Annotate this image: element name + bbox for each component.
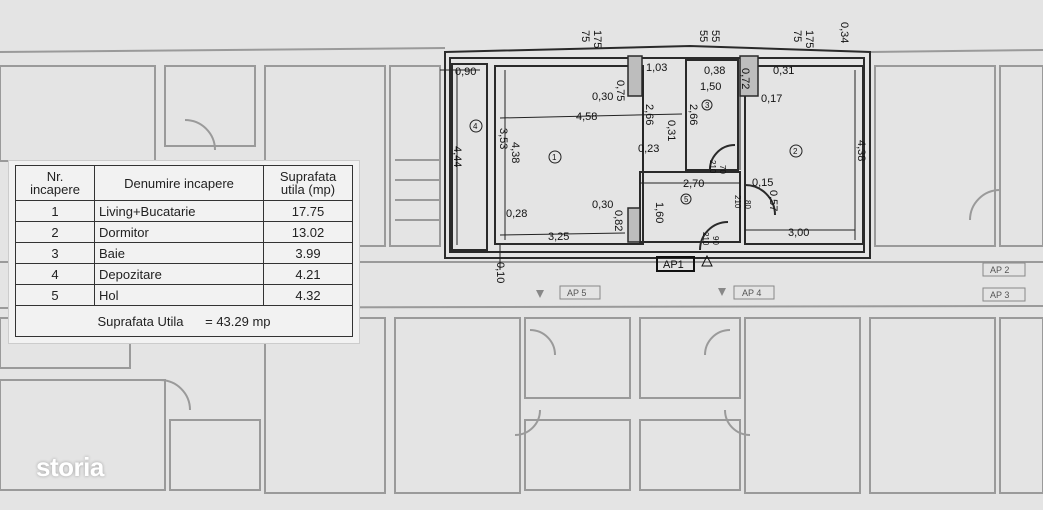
- total-value: = 43.29 mp: [205, 313, 271, 329]
- dim: 3,53: [497, 128, 509, 149]
- door-bath-width: 70: [718, 165, 727, 174]
- total-row: Suprafata Utila = 43.29 mp: [15, 305, 353, 337]
- row-name: Dormitor: [94, 221, 264, 243]
- dim: 0,82: [612, 210, 624, 231]
- dim: 0,75: [614, 80, 626, 101]
- room-number: 3: [705, 101, 710, 110]
- dim: 2,70: [683, 178, 704, 190]
- row-name: Depozitare: [94, 263, 264, 285]
- dim: 4,44: [451, 146, 463, 167]
- label-ap2: AP 2: [990, 265, 1009, 275]
- dim: 1,03: [646, 62, 667, 74]
- dim: 3,00: [788, 227, 809, 239]
- dim: 4,38: [509, 142, 521, 163]
- row-nr: 1: [15, 200, 95, 222]
- header-nr: Nr. incapere: [15, 165, 95, 201]
- header-area: Suprafata utila (mp): [263, 165, 353, 201]
- room-markers: 1 2 3 4 5: [469, 99, 803, 205]
- dim-top-1b: 75: [579, 30, 591, 42]
- dim: 0,17: [761, 93, 782, 105]
- room-number: 4: [473, 122, 478, 131]
- dimension-lines: [440, 69, 856, 270]
- room-number: 1: [552, 153, 557, 162]
- door-bath-height: 210: [708, 160, 717, 174]
- door-bed-width: 80: [743, 200, 752, 209]
- row-nr: 4: [15, 263, 95, 285]
- dim-top-2: 55: [709, 30, 721, 42]
- dim-top-1: 175: [591, 30, 603, 48]
- label-ap4: AP 4: [742, 288, 761, 298]
- dim: 0,28: [506, 208, 527, 220]
- room-number: 2: [793, 147, 798, 156]
- row-nr: 5: [15, 284, 95, 306]
- row-area: 4.21: [263, 263, 353, 285]
- dim: 0,15: [752, 177, 773, 189]
- dim: 0,31: [665, 120, 677, 141]
- dim: 0,72: [739, 68, 751, 89]
- row-area: 4.32: [263, 284, 353, 306]
- dim: 0,57: [767, 190, 779, 211]
- row-name: Hol: [94, 284, 264, 306]
- row-nr: 2: [15, 221, 95, 243]
- dim-top-3b: 75: [791, 30, 803, 42]
- dim: 1,60: [653, 202, 665, 223]
- label-ap1: AP1: [663, 259, 684, 271]
- door-bed-height: 210: [733, 195, 742, 209]
- room-area-table: Nr. incapere Denumire incapere Suprafata…: [8, 160, 360, 344]
- room-number: 5: [684, 195, 689, 204]
- dim: 0,38: [704, 65, 725, 77]
- dim: 4,38: [855, 140, 867, 161]
- dim: 1,50: [700, 81, 721, 93]
- row-name: Living+Bucatarie: [94, 200, 264, 222]
- row-nr: 3: [15, 242, 95, 264]
- dim: 0,30: [592, 91, 613, 103]
- row-name: Baie: [94, 242, 264, 264]
- dim: 0,90: [455, 66, 476, 78]
- row-area: 17.75: [263, 200, 353, 222]
- row-area: 13.02: [263, 221, 353, 243]
- dim: 0,30: [592, 199, 613, 211]
- dim-corner: 0,34: [838, 22, 850, 43]
- dim: 0,31: [773, 65, 794, 77]
- door-entry-width: 90: [711, 236, 720, 245]
- total-label: Suprafata Utila: [97, 313, 184, 329]
- dim: 0,23: [638, 143, 659, 155]
- door-entry-height: 210: [701, 232, 710, 246]
- dim: 0,10: [494, 262, 506, 283]
- header-name: Denumire incapere: [94, 165, 264, 201]
- dim: 4,58: [576, 111, 597, 123]
- dim-top-3: 175: [803, 30, 815, 48]
- dim-top-2b: 55: [697, 30, 709, 42]
- label-ap3: AP 3: [990, 290, 1009, 300]
- dim: 3,25: [548, 231, 569, 243]
- row-area: 3.99: [263, 242, 353, 264]
- storia-logo: storia: [36, 452, 104, 482]
- label-ap5: AP 5: [567, 288, 586, 298]
- dim: 2,66: [687, 104, 699, 125]
- dim: 2,66: [643, 104, 655, 125]
